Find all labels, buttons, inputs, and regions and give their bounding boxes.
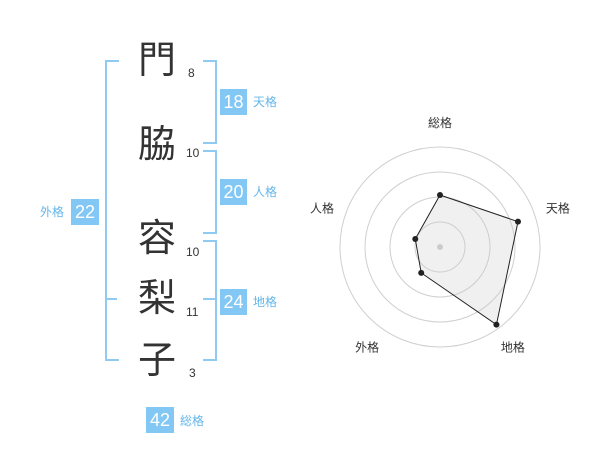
jinkaku-value: 20 [220, 179, 247, 205]
chikaku-bracket-inner-tick [203, 298, 217, 300]
gaikaku-label: 外格 [40, 205, 65, 219]
radar-axis-label: 地格 [501, 339, 525, 354]
gaikaku-bracket [105, 60, 119, 361]
radar-axis-label: 外格 [355, 339, 379, 354]
tenkaku-value: 18 [220, 89, 247, 115]
chikaku-value: 24 [220, 289, 247, 315]
radar-point-5 [412, 235, 419, 242]
radar-ring-4 [339, 146, 541, 348]
name-char-2: 脇 [138, 122, 177, 166]
gaikaku-value: 22 [71, 199, 99, 225]
jinkaku-bracket [203, 150, 217, 234]
radar-ring-1 [414, 221, 466, 273]
radar-point-3 [493, 321, 500, 328]
name-char-4: 梨 [138, 276, 177, 320]
stroke-count-4: 11 [186, 305, 199, 319]
chikaku-bracket [203, 240, 217, 361]
radar-axis-label: 天格 [546, 201, 570, 216]
stroke-count-2: 10 [186, 146, 200, 160]
radar-center-dot [437, 244, 443, 250]
radar-point-2 [514, 218, 521, 225]
jinkaku-label: 人格 [253, 185, 278, 199]
radar-axis-label: 総格 [428, 115, 452, 130]
stroke-count-3: 10 [186, 245, 200, 259]
radar-point-1 [437, 192, 443, 198]
radar-shape [414, 194, 519, 326]
gaikaku-bracket-inner-tick [105, 298, 117, 300]
tenkaku-label: 天格 [253, 95, 278, 109]
radar-point-4 [418, 269, 425, 276]
name-char-3: 容 [138, 216, 177, 260]
name-char-5: 子 [138, 338, 177, 382]
stroke-count-5: 3 [189, 366, 196, 380]
soukaku-label: 総格 [180, 414, 205, 428]
radar-ring-3 [364, 171, 516, 323]
stroke-count-1: 8 [188, 66, 195, 80]
radar-axis-label: 人格 [310, 201, 334, 216]
name-char-1: 門 [138, 38, 177, 82]
tenkaku-bracket [203, 60, 217, 144]
chikaku-label: 地格 [253, 295, 278, 309]
soukaku-value: 42 [146, 407, 174, 433]
